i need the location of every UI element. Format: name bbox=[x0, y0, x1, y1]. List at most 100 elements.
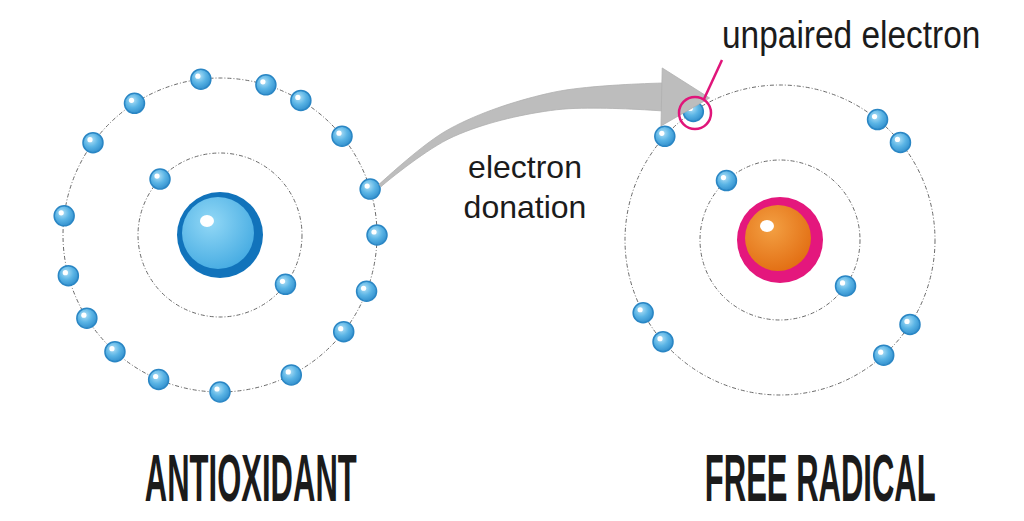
electron bbox=[367, 225, 387, 245]
electron-highlight bbox=[280, 279, 285, 284]
electron-highlight bbox=[87, 137, 92, 142]
electron bbox=[633, 303, 653, 323]
electron-body bbox=[655, 126, 675, 146]
electron-highlight bbox=[840, 280, 845, 285]
electron bbox=[83, 133, 103, 153]
nucleus-core bbox=[745, 205, 811, 271]
electron-highlight bbox=[657, 336, 662, 341]
electron-body bbox=[58, 266, 78, 286]
electron bbox=[150, 169, 170, 189]
nucleus-highlight bbox=[760, 220, 774, 232]
electron-body bbox=[360, 179, 380, 199]
electron-highlight bbox=[638, 307, 643, 312]
electron bbox=[210, 382, 230, 402]
electron-highlight bbox=[338, 326, 343, 331]
electron-highlight bbox=[195, 74, 200, 79]
electron-body bbox=[683, 101, 703, 121]
electron-body bbox=[836, 276, 856, 296]
electron-body bbox=[275, 274, 295, 294]
electron-body bbox=[367, 225, 387, 245]
electron-highlight bbox=[109, 346, 114, 351]
electron bbox=[836, 276, 856, 296]
electron-body bbox=[874, 345, 894, 365]
orbit-ring bbox=[63, 78, 377, 392]
electron-body bbox=[334, 322, 354, 342]
electron-body bbox=[281, 365, 301, 385]
electron bbox=[291, 90, 311, 110]
electron bbox=[256, 75, 276, 95]
atom-caption: ANTIOXIDANT bbox=[145, 445, 295, 511]
electron bbox=[77, 308, 97, 328]
electron-highlight bbox=[659, 131, 664, 136]
electron-highlight bbox=[365, 183, 370, 188]
electron-highlight bbox=[153, 374, 158, 379]
electron-highlight bbox=[59, 210, 64, 215]
electron-body bbox=[210, 382, 230, 402]
nucleus bbox=[737, 197, 823, 283]
electron-body bbox=[256, 75, 276, 95]
arrow-head bbox=[661, 68, 710, 126]
electron bbox=[716, 171, 736, 191]
orbit-ring bbox=[138, 153, 302, 317]
nucleus-rim bbox=[177, 192, 263, 278]
atom-node: ANTIOXIDANT bbox=[60, 78, 380, 508]
electron-body bbox=[332, 126, 352, 146]
electron-body bbox=[653, 332, 673, 352]
highlight-ring bbox=[679, 97, 711, 129]
electron-body bbox=[357, 281, 377, 301]
electron-highlight bbox=[872, 114, 877, 119]
electron-body bbox=[191, 69, 211, 89]
leader-line bbox=[704, 60, 722, 99]
electron-highlight bbox=[129, 98, 134, 103]
electron bbox=[275, 274, 295, 294]
electron-highlight bbox=[878, 350, 883, 355]
electron-highlight bbox=[904, 319, 909, 324]
electron-body bbox=[149, 370, 169, 390]
electron-highlight bbox=[214, 386, 219, 391]
orbit-ring bbox=[700, 160, 860, 320]
electron bbox=[334, 322, 354, 342]
electron bbox=[54, 206, 74, 226]
electron bbox=[900, 314, 920, 334]
electron bbox=[890, 132, 910, 152]
electron-body bbox=[105, 342, 125, 362]
electron bbox=[868, 110, 888, 130]
electron-highlight bbox=[154, 173, 159, 178]
electron bbox=[281, 365, 301, 385]
electron-body bbox=[150, 169, 170, 189]
electron-set bbox=[633, 101, 920, 365]
electron-highlight bbox=[361, 286, 366, 291]
electron bbox=[655, 126, 675, 146]
electron-highlight bbox=[295, 95, 300, 100]
electron-highlight bbox=[81, 313, 86, 318]
electron bbox=[874, 345, 894, 365]
electron bbox=[58, 266, 78, 286]
nucleus-core bbox=[182, 197, 254, 269]
electron-highlight bbox=[688, 106, 693, 111]
electron-body bbox=[291, 90, 311, 110]
electron-highlight bbox=[286, 369, 291, 374]
electron bbox=[124, 93, 144, 113]
electron-body bbox=[868, 110, 888, 130]
electron bbox=[149, 370, 169, 390]
electron-body bbox=[124, 93, 144, 113]
arrow-label: electron donation bbox=[460, 147, 590, 227]
electron bbox=[357, 281, 377, 301]
electron bbox=[332, 126, 352, 146]
callout-label: unpaired electron bbox=[722, 15, 980, 55]
electron bbox=[683, 101, 703, 121]
nucleus-highlight bbox=[200, 215, 214, 227]
electron bbox=[653, 332, 673, 352]
electron-body bbox=[83, 133, 103, 153]
nucleus-rim bbox=[737, 197, 823, 283]
nucleus bbox=[177, 192, 263, 278]
orbit-ring bbox=[625, 85, 935, 395]
electron bbox=[105, 342, 125, 362]
electron-set bbox=[54, 69, 387, 402]
atom-caption: FREE RADICAL bbox=[705, 445, 855, 511]
electron bbox=[360, 179, 380, 199]
electron-highlight bbox=[63, 270, 68, 275]
